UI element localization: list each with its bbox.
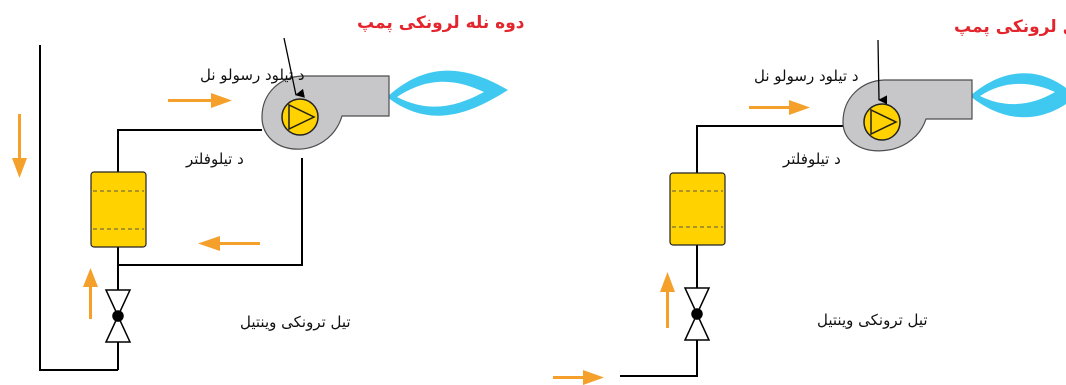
burner-flame-icon xyxy=(970,73,1066,118)
left-filter-label: د تیلوفلتر xyxy=(185,150,244,168)
left-diagram: دوه نله لرونکی پمپ د تیلود رسولو نل د تی… xyxy=(12,13,525,371)
left-return-pump-line xyxy=(118,158,303,266)
right-pipes xyxy=(620,125,843,377)
left-return-line xyxy=(39,45,118,371)
right-flow-arrow-right xyxy=(749,100,810,115)
fuel-pump-icon xyxy=(842,79,973,152)
left-pump-pointer xyxy=(283,37,305,98)
left-suction-line xyxy=(117,129,262,172)
right-inlet-pipe xyxy=(620,340,698,377)
left-flow-arrow-down xyxy=(12,114,27,178)
left-pump-label: دوه نله لرونکی پمپ xyxy=(357,13,525,33)
left-pipes xyxy=(39,45,303,371)
right-pump-pointer xyxy=(877,39,888,105)
left-supply-pipe-label: د تیلود رسولو نل xyxy=(200,66,305,84)
right-supply-pipe-label: د تیلود رسولو نل xyxy=(754,67,859,85)
stop-valve-icon xyxy=(683,287,711,341)
fuel-filter-icon xyxy=(90,171,147,248)
right-diagram: یو نل لرونکی پمپ د تیلود رسولو نل د تیلو… xyxy=(553,17,1066,385)
left-flow-arrow-up xyxy=(83,268,98,319)
left-flow-arrow-right xyxy=(168,93,232,108)
right-valve-label: تیل ترونکی وینتیل xyxy=(817,311,928,329)
burner-flame-icon xyxy=(387,70,508,116)
right-filter-label: د تیلوفلتر xyxy=(782,150,841,168)
left-valve-label: تیل ترونکی وینتیل xyxy=(240,313,351,331)
right-suction-line xyxy=(696,125,843,173)
fuel-filter-icon xyxy=(669,172,726,246)
fuel-pump-icon xyxy=(261,75,390,150)
right-flow-arrow-inlet xyxy=(553,370,604,385)
right-flow-arrow-up xyxy=(660,272,675,328)
left-flow-arrow-left xyxy=(198,236,260,251)
stop-valve-icon xyxy=(104,289,132,343)
right-pump-label: یو نل لرونکی پمپ xyxy=(954,17,1066,37)
